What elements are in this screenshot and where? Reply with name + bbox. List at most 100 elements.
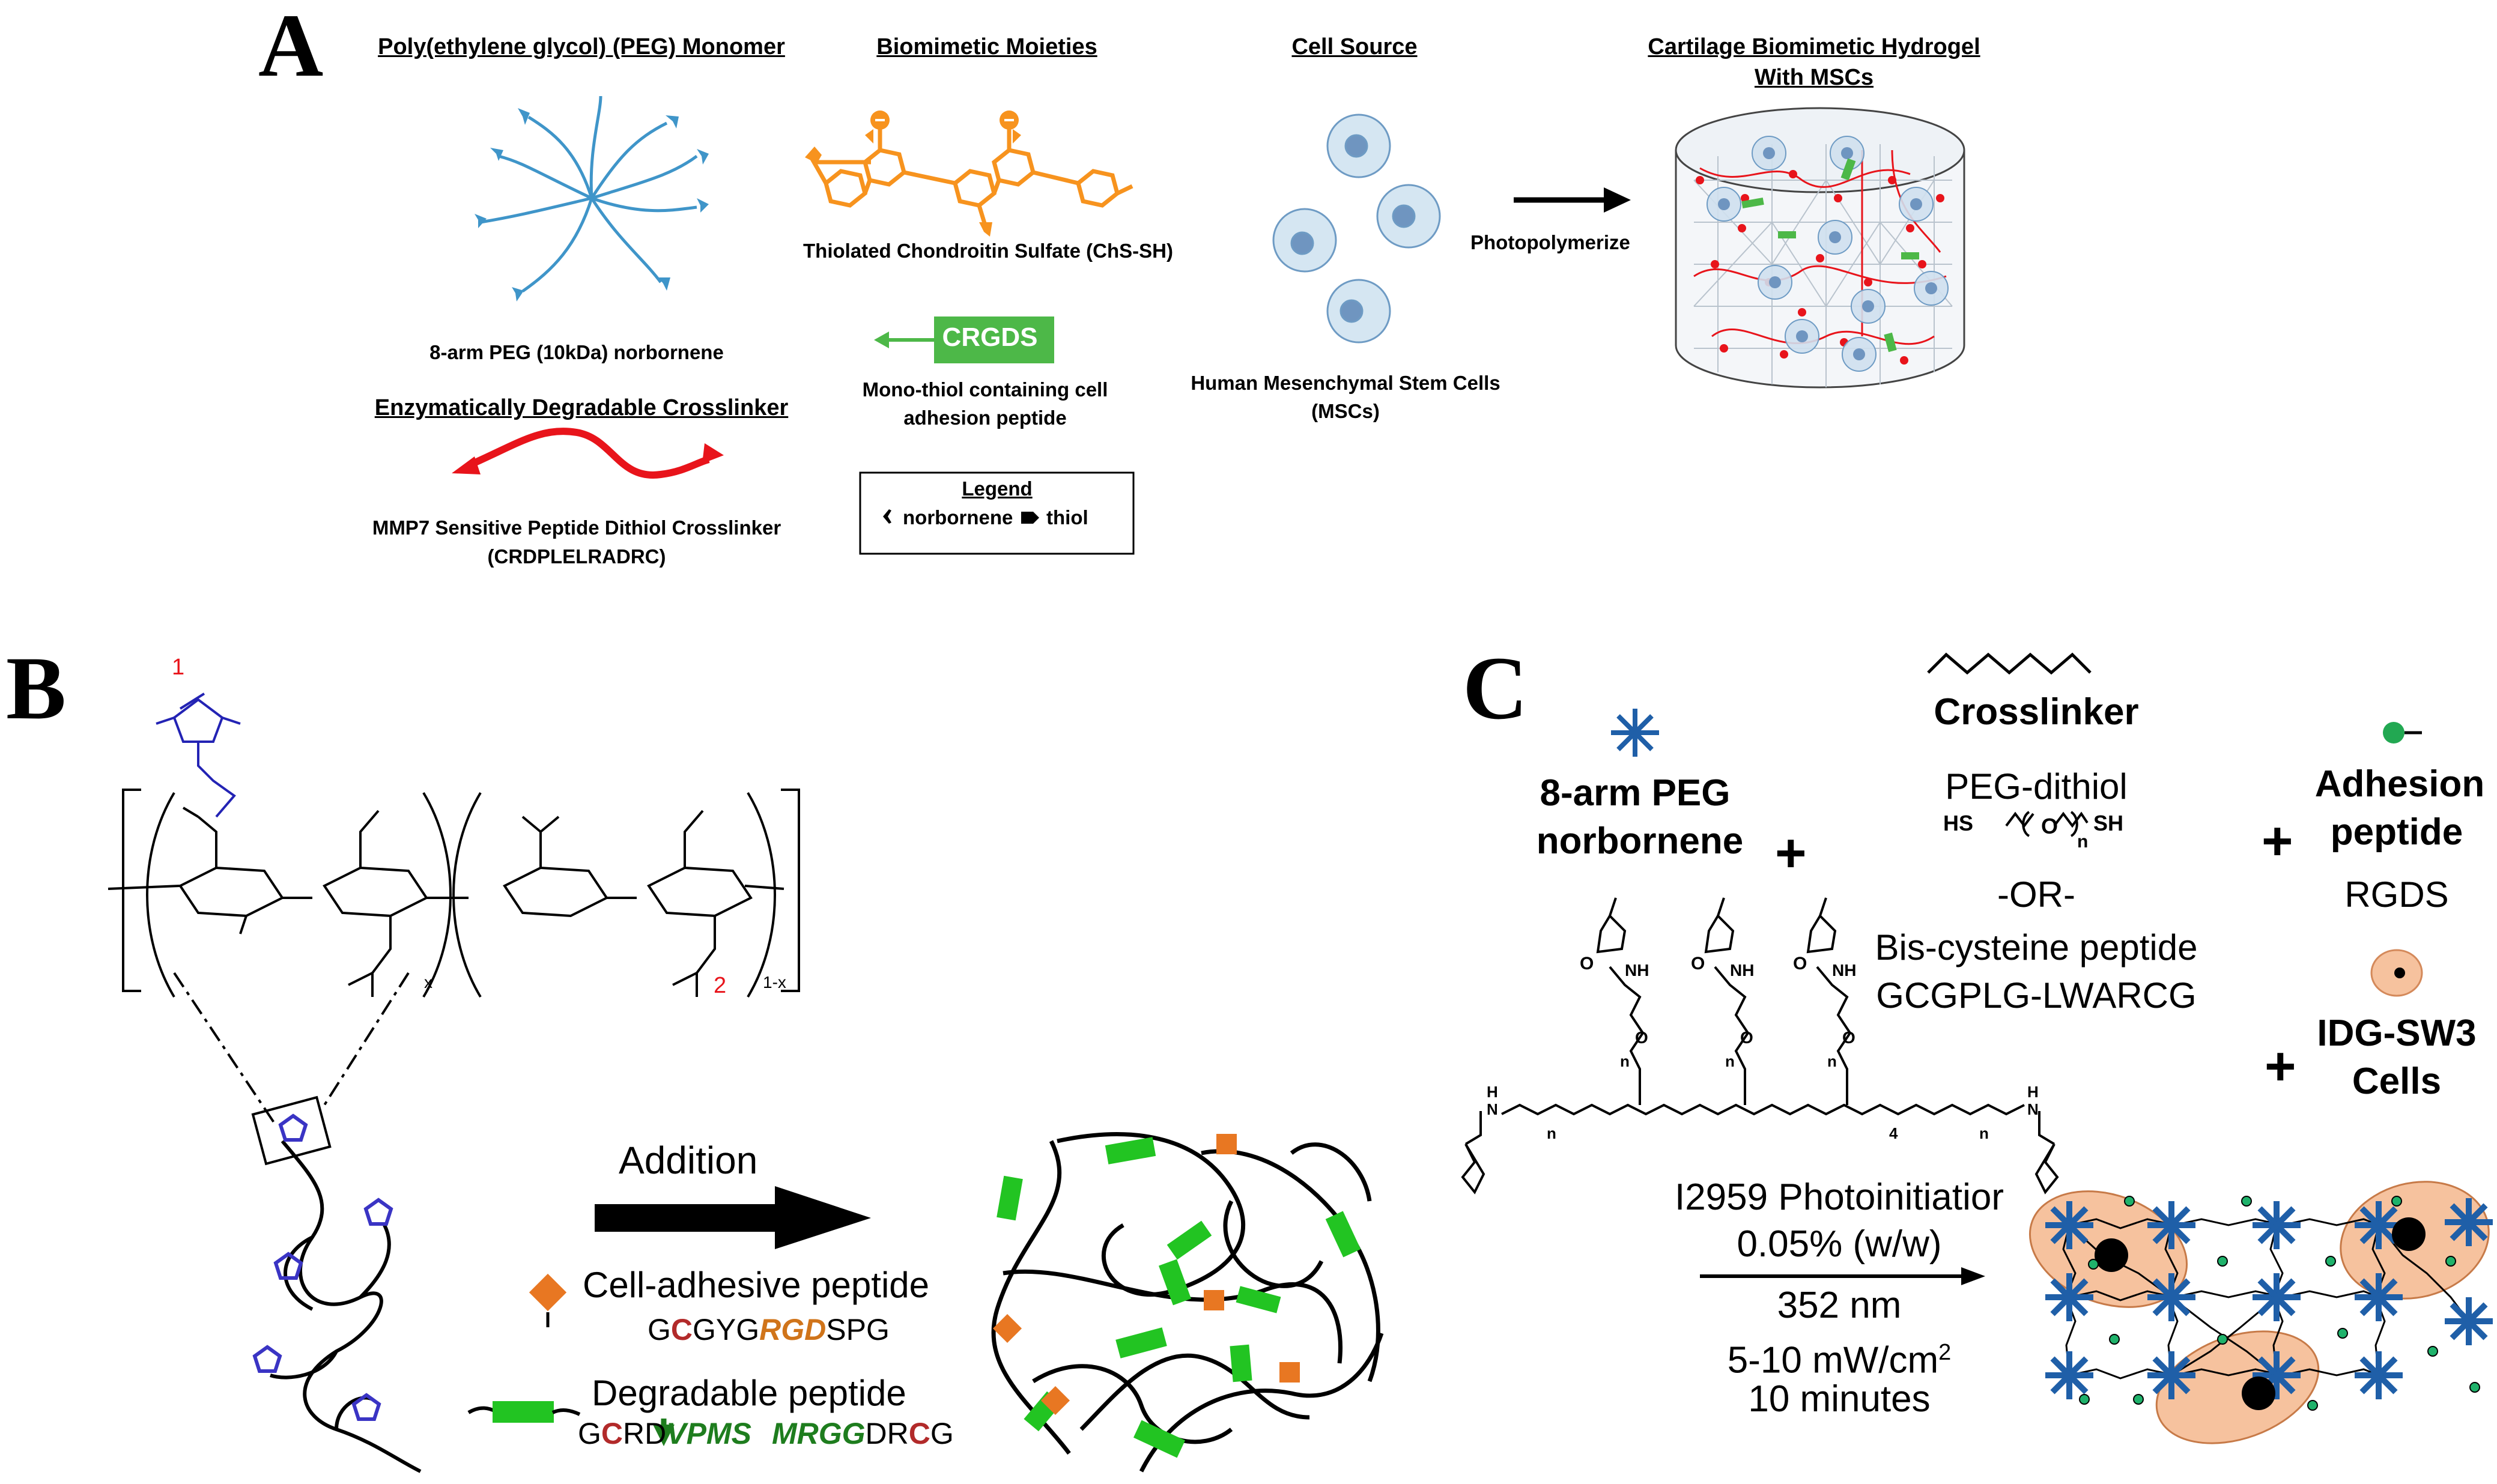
peg-8arm-graphic [480,95,698,293]
label-number-1: 1 [172,655,185,680]
atom-o-6: O [1842,1028,1855,1047]
chs-structure [810,129,1133,226]
peg-dithiol-structure [2005,811,2089,837]
cell-adhesive-label: Cell-adhesive peptide [583,1265,930,1305]
header-hydrogel-line2: With MSCs [1754,65,1874,90]
panel-label-c: C [1463,638,1528,738]
atom-n-sub-1: n [1620,1052,1630,1070]
sequence-segment: G [648,1313,671,1346]
label-number-2: 2 [714,973,727,998]
atom-n-backbone-left: n [1547,1124,1556,1142]
sequence-segment: RGD [759,1313,827,1346]
atom-n-sub-3: n [1827,1052,1837,1070]
atom-h-right: H [2027,1083,2039,1101]
network-orange-beads [992,1134,1300,1416]
or-label: -OR- [1997,874,2075,915]
msc-cells [1272,114,1441,344]
atom-o-5: O [1740,1028,1753,1047]
header-biomimetic-moieties: Biomimetic Moieties [876,34,1097,59]
atom-nh-1: NH [1625,961,1649,980]
legend-box [859,471,1135,555]
network-green-links [997,1137,1361,1458]
label-msc-line1: Human Mesenchymal Stem Cells [1191,372,1500,394]
chs-thiol-ends [805,147,992,237]
sequence-segment: MRGG [771,1417,866,1450]
norbornene-ends [475,108,709,301]
condition-duration: 10 minutes [1748,1378,1931,1420]
maleimide-group [156,692,241,818]
atom-o-2: O [1691,954,1705,974]
sequence-segment: GYG [693,1313,760,1346]
peg-skeletal-structure [1461,897,2059,1195]
addition-label: Addition [619,1139,758,1182]
sequence-segment: G [930,1417,954,1450]
plus-sign-1: + [1775,823,1807,883]
label-chs-sh: Thiolated Chondroitin Sulfate (ChS-SH) [803,240,1173,262]
condition-wavelength: 352 nm [1777,1285,1902,1326]
sh-label: SH [2093,811,2124,835]
rgds-label: RGDS [2344,874,2449,915]
adhesion-peptide-icon [2383,722,2422,744]
plus-sign-3: + [2265,1037,2296,1097]
sequence-segment: DR [865,1417,909,1450]
condition-intensity-text: 5-10 mW/cm [1727,1339,1939,1381]
atom-n-right: N [2027,1100,2039,1118]
addition-arrow [595,1186,871,1249]
peg-dithiol-label: PEG-dithiol [1945,766,2128,807]
photoinitiation-arrow [1700,1267,1985,1285]
hydrogel-network-b [991,1132,1384,1473]
peg-line1: 8-arm PEG [1540,772,1731,814]
atom-o-3: O [1793,954,1807,974]
atom-o-1: O [1580,954,1594,974]
bis-cysteine-line2: GCGPLG-LWARCG [1876,975,2197,1016]
sequence-segment: C [670,1313,693,1346]
o-label: O [2041,814,2059,838]
label-mmp-line2: (CRDPLELRADRC) [487,545,666,568]
cells-line2: Cells [2352,1061,2442,1102]
legend-thiol: thiol [1046,506,1088,528]
peg-star-icon [1611,709,1659,757]
sequence-segment: SPG [826,1313,890,1346]
subscript-x: x [424,973,432,992]
header-peg-monomer: Poly(ethylene glycol) (PEG) Monomer [378,34,785,59]
peg-line2: norbornene [1536,820,1744,862]
hydrogel-network-c [2028,1181,2497,1444]
polymer-backbone [251,1095,422,1473]
sequence-segment: G [578,1417,601,1450]
bis-cysteine-line1: Bis-cysteine peptide [1875,927,2198,968]
dash-dot-guides [173,972,410,1127]
n-label: n [2077,832,2089,852]
crgds-peptide [874,316,1054,363]
label-msc-line2: (MSCs) [1311,400,1380,422]
adhesion-line1: Adhesion [2314,763,2485,805]
hs-label: HS [1943,811,1974,835]
atom-four: 4 [1889,1124,1898,1142]
cell-icon [2370,949,2423,997]
adhesion-line2: peptide [2330,811,2463,853]
hydrogel-cylinder [1675,107,1965,389]
degradable-label: Degradable peptide [592,1373,906,1413]
condition-concentration: 0.05% (w/w) [1737,1223,1942,1265]
chs-sulfate-circles [865,111,1021,144]
atom-n-sub-2: n [1725,1052,1735,1070]
sequence-segment: C [908,1417,930,1450]
atom-o-4: O [1635,1028,1648,1047]
label-peptide-line2: adhesion peptide [903,407,1067,429]
atom-n-left: N [1487,1100,1498,1118]
mmp7-crosslinker-graphic [452,428,724,479]
sequence-segment: RD [623,1417,667,1450]
subscript-1-minus-x: 1-x [763,973,786,992]
plus-sign-2: + [2262,811,2293,871]
cells-line1: IDG-SW3 [2317,1013,2477,1054]
condition-initiator: I2959 Photoinitiatior [1674,1177,2004,1218]
atom-nh-3: NH [1832,961,1857,980]
crgds-box-label: CRGDS [942,323,1038,352]
label-mmp-line1: MMP7 Sensitive Peptide Dithiol Crosslink… [372,516,781,539]
label-8arm-peg: 8-arm PEG (10kDa) norbornene [429,341,724,363]
crosslinker-zigzag-icon [1927,652,2092,675]
header-crosslinker: Enzymatically Degradable Crosslinker [374,395,789,420]
panel-label-a: A [258,0,324,95]
atom-nh-2: NH [1730,961,1755,980]
